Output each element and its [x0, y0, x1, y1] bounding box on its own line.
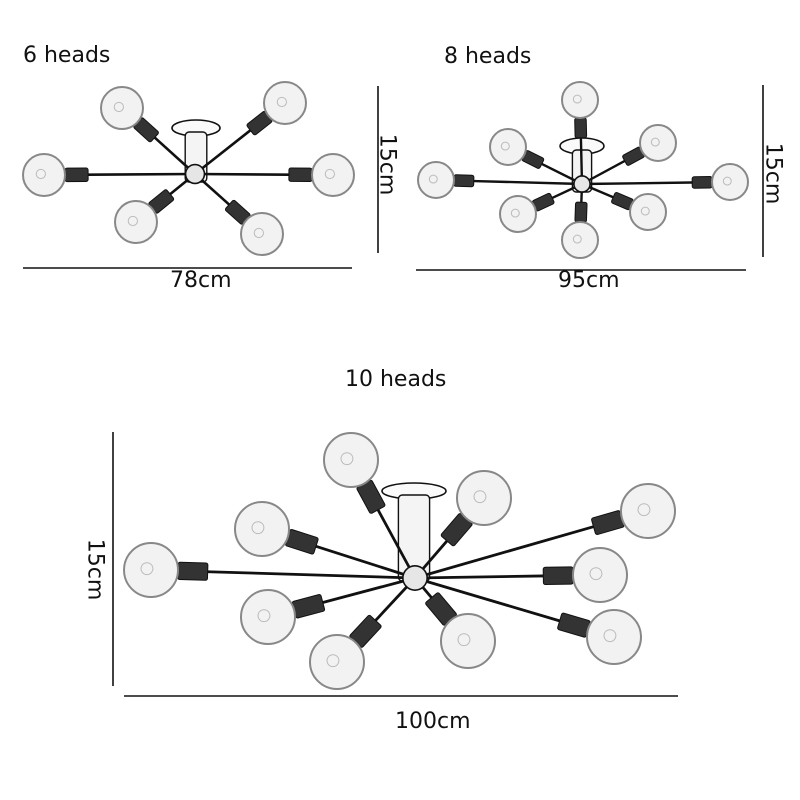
bulb-filament — [473, 490, 487, 504]
light-bulb — [620, 483, 676, 539]
light-bulb — [572, 547, 628, 603]
light-bulb — [440, 613, 496, 669]
light-bulb — [114, 200, 158, 244]
bulb-socket — [453, 174, 475, 188]
bulb-filament — [257, 609, 271, 623]
chandelier-arm — [413, 576, 562, 623]
chandelier-6-heads — [22, 81, 355, 256]
light-bulb — [629, 193, 667, 231]
chandelier-8-heads — [417, 81, 749, 259]
chandelier-arm — [193, 172, 291, 176]
bulb-filament — [650, 137, 660, 147]
chandelier-arm — [321, 576, 417, 604]
width-label-8: 95cm — [558, 268, 620, 293]
bulb-filament — [457, 633, 471, 647]
bulb-socket — [542, 566, 574, 586]
bulb-filament — [35, 168, 46, 180]
bulb-filament — [340, 452, 354, 466]
light-bulb — [561, 81, 599, 119]
width-label-6: 78cm — [170, 268, 232, 293]
bulb-socket — [574, 201, 588, 223]
bulb-socket — [177, 561, 209, 581]
center-hub — [573, 175, 591, 193]
light-bulb — [309, 634, 365, 690]
light-bulb — [639, 124, 677, 162]
heads-label-6: 6 heads — [23, 43, 111, 68]
bulb-socket — [691, 176, 713, 189]
light-bulb — [100, 86, 144, 130]
light-bulb — [240, 589, 296, 645]
bulb-filament — [510, 208, 520, 218]
center-hub — [402, 565, 428, 591]
chandelier-arm — [206, 570, 417, 580]
bulb-filament — [324, 168, 335, 180]
bulb-filament — [500, 141, 510, 151]
heads-label-8: 8 heads — [444, 44, 532, 69]
bulb-filament — [253, 227, 264, 239]
bulb-filament — [722, 176, 732, 186]
bulb-socket — [64, 167, 89, 183]
bulb-filament — [127, 215, 138, 227]
bulb-filament — [572, 94, 582, 104]
bulb-filament — [251, 521, 265, 535]
light-bulb — [456, 470, 512, 526]
bulb-filament — [640, 206, 650, 216]
chandelier-arm — [472, 179, 584, 186]
chandelier-10-heads — [123, 432, 676, 690]
light-bulb — [263, 81, 307, 125]
bulb-socket — [591, 510, 625, 535]
bulb-filament — [140, 562, 154, 576]
bulb-socket — [285, 529, 319, 555]
bulb-socket — [557, 612, 591, 638]
light-bulb — [234, 501, 290, 557]
chandelier-arm — [413, 525, 595, 580]
bulb-filament — [276, 96, 287, 108]
bulb-filament — [589, 567, 603, 581]
light-bulb — [561, 221, 599, 259]
light-bulb — [123, 542, 179, 598]
chandelier-arm — [193, 129, 252, 176]
chandelier-arm — [413, 574, 545, 580]
chandelier-arm — [580, 181, 694, 186]
light-bulb — [22, 153, 66, 197]
light-bulb — [499, 195, 537, 233]
light-bulb — [489, 128, 527, 166]
light-bulb — [323, 432, 379, 488]
bulb-filament — [113, 101, 124, 113]
bulb-socket — [574, 117, 588, 139]
heads-label-10: 10 heads — [345, 367, 447, 392]
bulb-filament — [326, 654, 340, 668]
bulb-socket — [291, 594, 326, 619]
bulb-filament — [572, 234, 582, 244]
bulb-filament — [603, 629, 617, 643]
chandelier-arm — [86, 172, 197, 177]
width-label-10: 100cm — [395, 709, 471, 734]
bulb-socket — [288, 167, 313, 183]
light-bulb — [417, 161, 455, 199]
light-bulb — [240, 212, 284, 256]
bulb-filament — [637, 503, 651, 517]
light-bulb — [311, 153, 355, 197]
light-bulb — [586, 609, 642, 665]
light-bulb — [711, 163, 749, 201]
center-hub — [184, 163, 206, 185]
chandelier-arm — [314, 544, 417, 580]
bulb-filament — [428, 174, 438, 184]
